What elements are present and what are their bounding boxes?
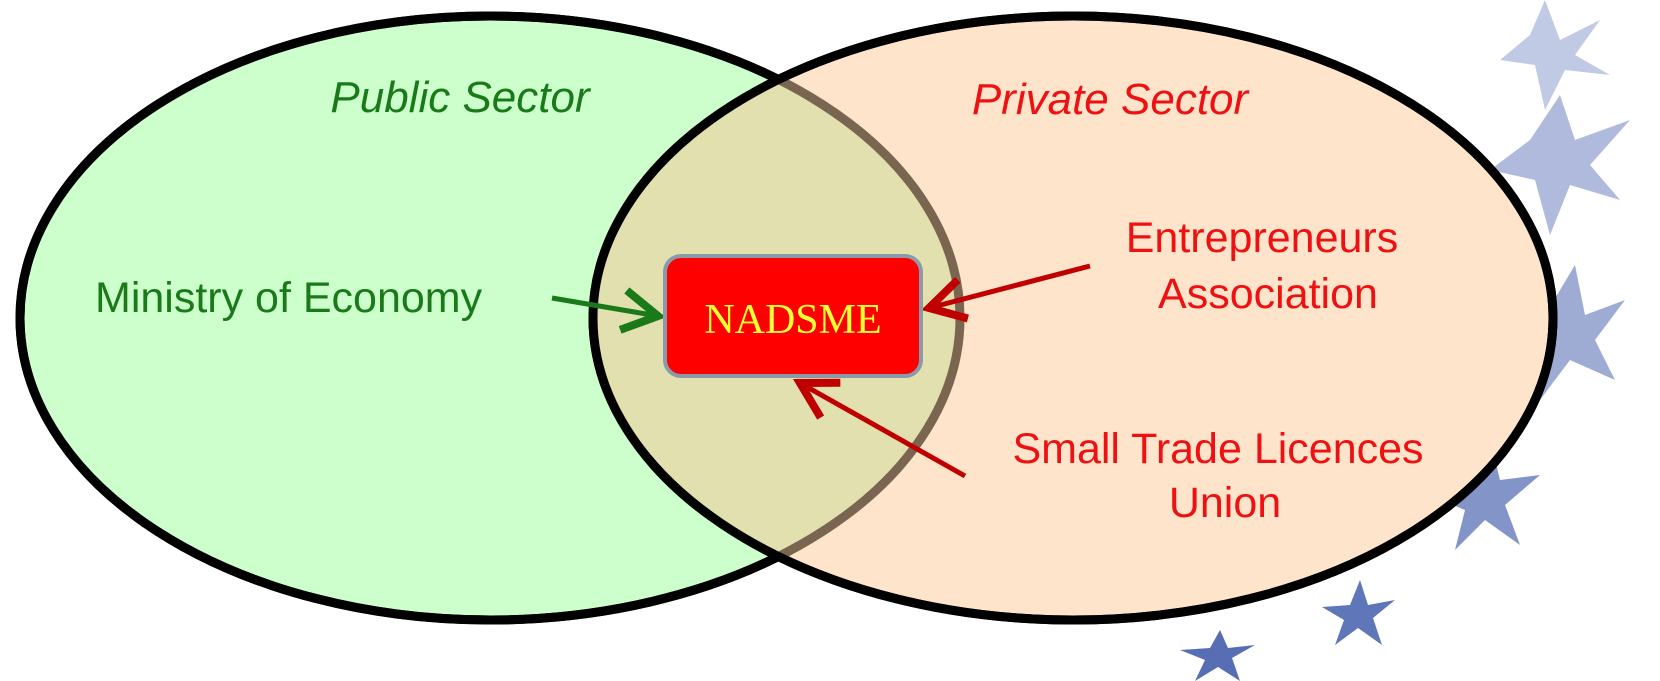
ministry-of-economy-label: Ministry of Economy	[95, 274, 483, 322]
small-trade-to-nadsme-arrow	[792, 378, 967, 479]
ministry-to-nadsme-arrow	[551, 287, 666, 334]
public-sector-title: Public Sector	[330, 73, 592, 122]
star-icon	[1500, 265, 1625, 400]
star-icon	[1180, 630, 1255, 681]
entrepreneurs-to-nadsme-arrow	[921, 263, 1091, 323]
star-icon	[1322, 580, 1395, 645]
nadsme-box	[663, 254, 923, 378]
small-trade-licences-union-label-line1: Small Trade Licences	[1012, 425, 1423, 473]
star-icon	[1430, 440, 1540, 550]
sector-overlap	[593, 16, 960, 620]
private-sector-title: Private Sector	[972, 75, 1251, 124]
small-trade-licences-union-label-line2: Union	[1169, 479, 1281, 527]
star-icon	[1490, 95, 1630, 235]
nadsme-label: NADSME	[704, 297, 881, 343]
entrepreneurs-association-label-line1: Entrepreneurs	[1126, 214, 1399, 262]
entrepreneurs-association-label-line2: Association	[1158, 270, 1378, 318]
star-decoration	[1180, 0, 1630, 681]
private-sector-outline	[588, 11, 1558, 625]
star-icon	[1500, 0, 1610, 110]
